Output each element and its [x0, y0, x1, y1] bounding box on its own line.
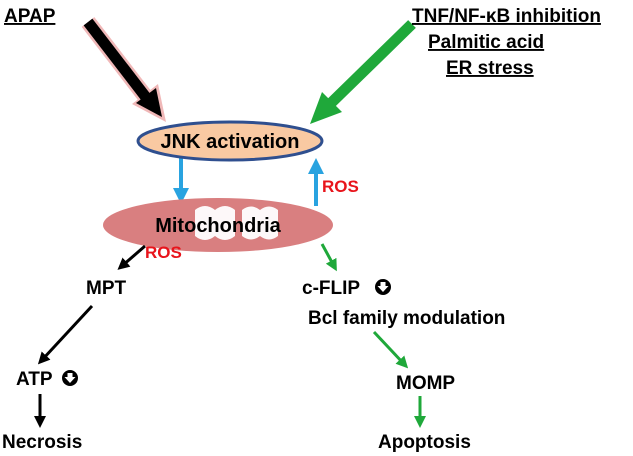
node-jnk-activation: JNK activation [161, 131, 300, 153]
down-arrow-circle-icon [375, 279, 391, 295]
node-necrosis: Necrosis [2, 432, 82, 453]
input-er-stress: ER stress [446, 58, 534, 79]
node-cflip: c-FLIP [302, 278, 391, 299]
input-palmitic: Palmitic acid [428, 32, 544, 53]
svg-text:ATP: ATP [16, 369, 53, 390]
mito-to-cflip-arrow [320, 243, 337, 272]
mpt-to-atp-arrow [37, 304, 94, 365]
node-apoptosis: Apoptosis [378, 432, 471, 453]
jnk-node-shape [136, 120, 324, 162]
mito-to-mpt-arrow [117, 244, 146, 270]
stress-to-jnk-arrow [310, 20, 416, 124]
svg-text:c-FLIP: c-FLIP [302, 278, 360, 299]
input-tnf: TNF/NF-κB inhibition [412, 6, 601, 27]
node-mitochondria: Mitochondria [155, 215, 281, 237]
node-bcl-family: Bcl family modulation [308, 308, 505, 329]
ros-label-up: ROS [322, 177, 359, 196]
apap-to-jnk-arrow [81, 17, 166, 122]
node-atp: ATP [16, 369, 78, 390]
mitochondria-shape [103, 198, 333, 252]
node-mpt: MPT [86, 278, 127, 299]
ros-label-left: ROS [145, 243, 182, 262]
bcl-to-momp-arrow [372, 330, 409, 369]
input-apap: APAP [4, 6, 56, 27]
down-arrow-circle-icon [62, 370, 78, 386]
node-momp: MOMP [396, 373, 455, 394]
